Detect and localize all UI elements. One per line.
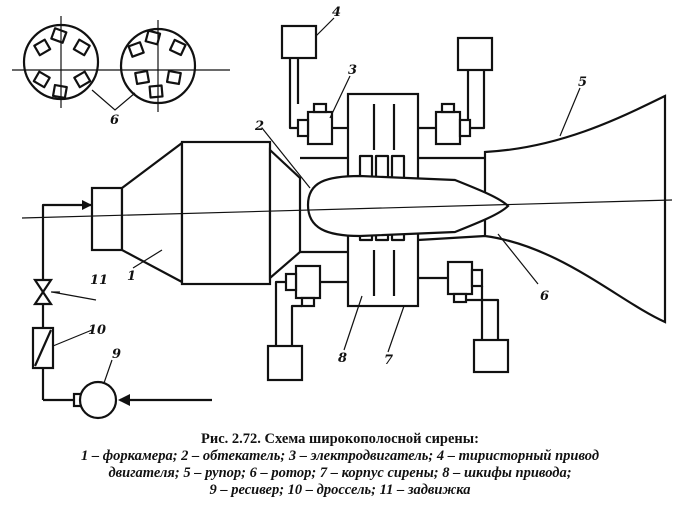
throttle-10 bbox=[31, 326, 55, 370]
motor-top-left bbox=[296, 102, 348, 146]
motor-top-right bbox=[418, 102, 472, 146]
label-5: 5 bbox=[578, 75, 587, 90]
rotor-disc-right bbox=[119, 20, 197, 112]
label-6-side: 6 bbox=[540, 289, 549, 304]
caption-line-2: двигателя; 5 – рупор; 6 – ротор; 7 – кор… bbox=[108, 465, 572, 481]
label-1: 1 bbox=[127, 269, 136, 284]
caption-line-3: 9 – ресивер; 10 – дроссель; 11 – задвижк… bbox=[209, 482, 471, 498]
thyristor-drive-top-right bbox=[456, 36, 494, 130]
thyristor-drive-top-left bbox=[280, 24, 318, 130]
siren-scheme: 1 2 3 4 5 6 6 7 8 9 10 11 bbox=[12, 5, 673, 420]
figure-caption: Рис. 2.72. Схема широкополосной сирены: … bbox=[0, 431, 680, 499]
caption-line-1: 1 – форкамера; 2 – обтекатель; 3 – элект… bbox=[80, 448, 600, 464]
axis-line bbox=[21, 199, 673, 219]
thyristor-drive-bottom-right bbox=[466, 286, 510, 374]
leader-lines bbox=[51, 17, 581, 384]
label-8: 8 bbox=[338, 351, 347, 366]
label-2: 2 bbox=[254, 119, 264, 134]
label-10: 10 bbox=[88, 323, 106, 338]
label-3: 3 bbox=[348, 63, 357, 78]
thyristor-drive-bottom-left bbox=[266, 280, 304, 382]
horn-5 bbox=[483, 94, 667, 324]
valve-11 bbox=[32, 278, 60, 306]
receiver-9 bbox=[72, 380, 118, 420]
label-6-rotor: 6 bbox=[110, 113, 119, 128]
motor-bottom-left bbox=[284, 264, 348, 308]
label-11: 11 bbox=[90, 273, 108, 288]
fairing-2 bbox=[306, 174, 510, 238]
label-7: 7 bbox=[384, 353, 393, 368]
label-9: 9 bbox=[112, 347, 121, 362]
caption-title: Рис. 2.72. Схема широкополосной сирены: bbox=[201, 431, 479, 447]
label-4: 4 bbox=[332, 5, 341, 20]
rotor-leader-lines bbox=[91, 89, 136, 111]
motor-bottom-right bbox=[418, 260, 484, 304]
